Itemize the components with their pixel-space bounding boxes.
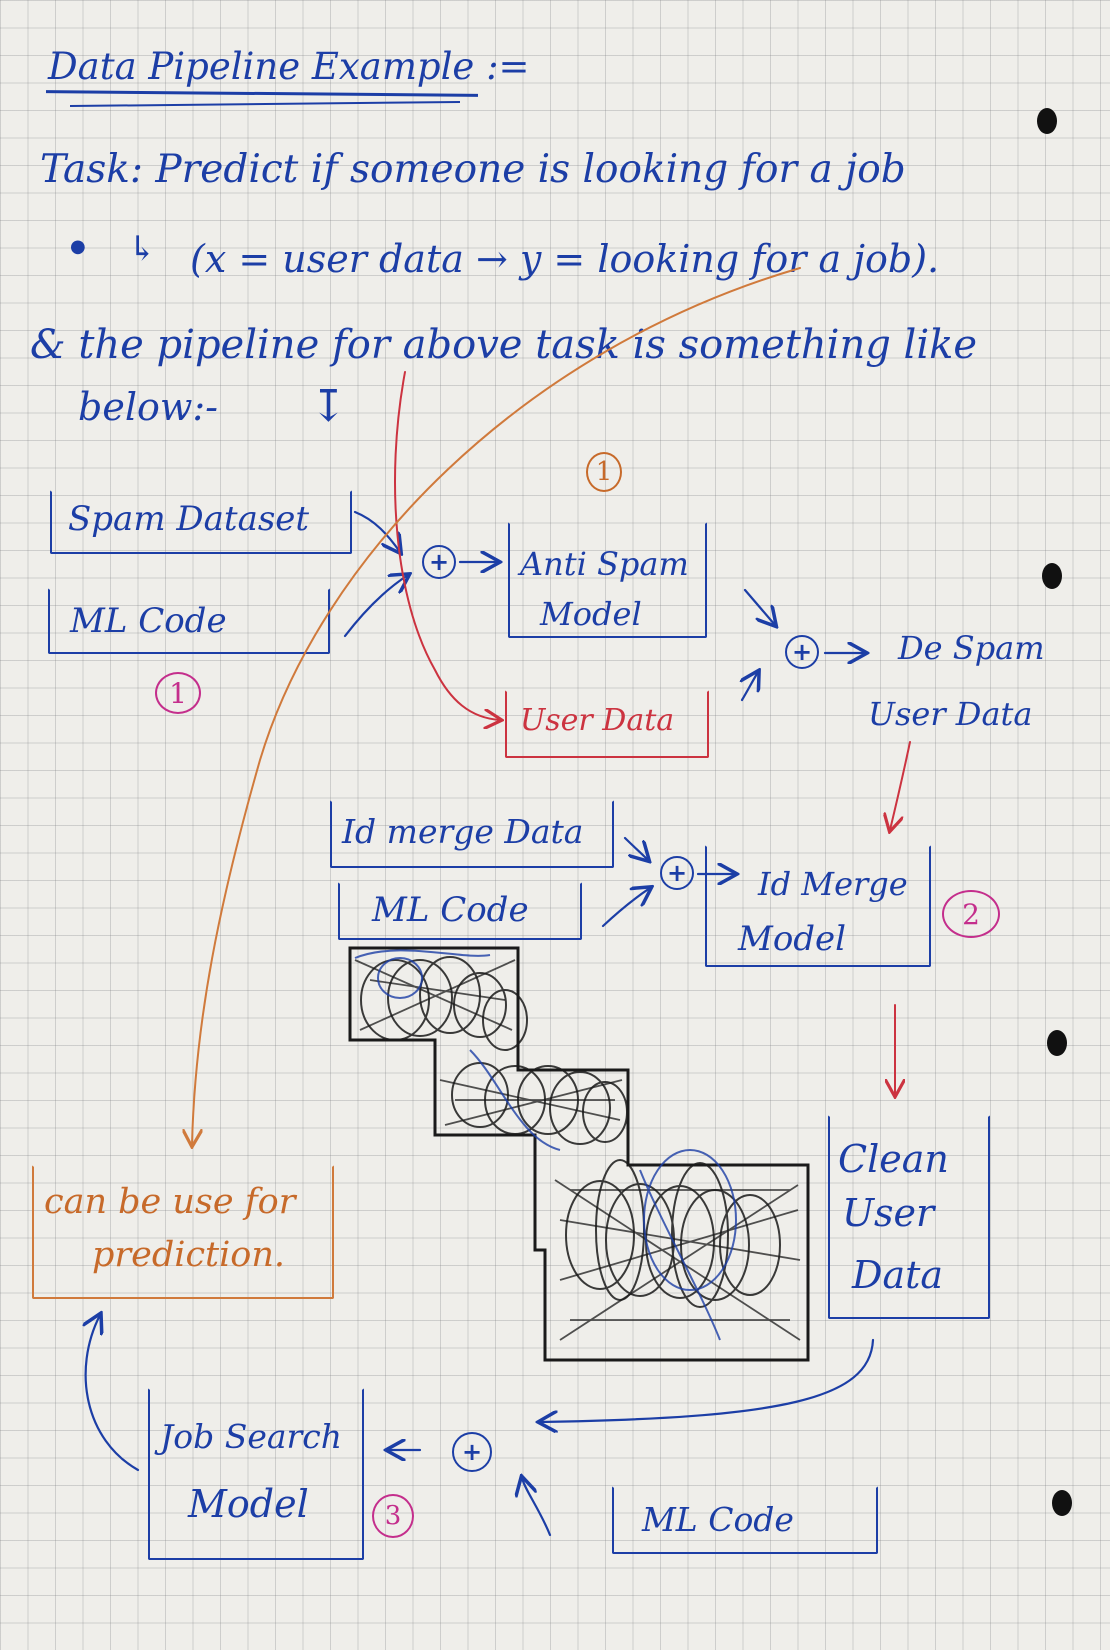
despam-output-label: User Data [868, 695, 1033, 733]
anti-spam-model-box [508, 522, 707, 638]
job-search-model-box [148, 1388, 364, 1560]
prediction-label: can be use for [44, 1182, 296, 1222]
page-title: Data Pipeline Example := [48, 45, 530, 88]
ml-code-box [612, 1486, 878, 1554]
pipeline-intro-continued: below:- [78, 385, 219, 429]
task-formula: (x = user data → y = looking for a job). [190, 237, 940, 281]
binder-hole [1047, 1030, 1067, 1056]
stage-number-badge: 1 [155, 672, 201, 714]
despam-output-label: De Spam [898, 629, 1045, 667]
ml-code-box [338, 882, 582, 940]
binder-hole [1037, 108, 1057, 134]
clean-user-data-label: User [842, 1191, 935, 1235]
stage-number-badge: 1 [586, 452, 622, 492]
task-line: Task: Predict if someone is looking for … [40, 147, 906, 192]
spam-dataset-box [50, 490, 352, 554]
plus-symbol: + [452, 1432, 492, 1472]
plus-symbol: + [660, 856, 694, 890]
anti-spam-model-label: Anti Spam [520, 545, 689, 583]
bullet-dot: ● [70, 236, 86, 257]
plus-symbol: + [785, 635, 819, 669]
ml-code-box [48, 588, 330, 654]
binder-hole [1052, 1490, 1072, 1516]
user-data-label: User Data [520, 703, 675, 738]
id-merge-model-box [705, 845, 931, 967]
stage-number-badge: 2 [942, 890, 1000, 938]
binder-hole [1042, 563, 1062, 589]
arrow-hook-icon: ↳ [128, 229, 157, 269]
pipeline-intro: & the pipeline for above task is somethi… [30, 322, 978, 368]
prediction-box [32, 1165, 334, 1299]
user-data-box [505, 690, 709, 758]
clean-user-data-box [828, 1115, 990, 1319]
prediction-label: prediction. [92, 1235, 286, 1275]
job-search-model-label: Job Search [160, 1417, 343, 1456]
anti-spam-model-label: Model [540, 595, 642, 633]
plus-symbol: + [422, 545, 456, 579]
ml-code-label: ML Code [642, 1500, 794, 1539]
id-merge-model-label: Model [738, 919, 847, 959]
job-search-model-label: Model [188, 1482, 309, 1526]
id-merge-model-label: Id Merge [758, 865, 908, 903]
id-merge-data-box [330, 800, 614, 868]
ml-code-label: ML Code [372, 890, 529, 930]
down-arrow-icon: ↧ [310, 381, 347, 432]
id-merge-data-label: Id merge Data [342, 812, 584, 851]
ml-code-label: ML Code [70, 601, 227, 641]
stage-number-badge: 3 [372, 1494, 414, 1538]
clean-user-data-label: Data [852, 1253, 944, 1297]
clean-user-data-label: Clean [838, 1137, 949, 1181]
spam-dataset-label: Spam Dataset [68, 499, 310, 539]
